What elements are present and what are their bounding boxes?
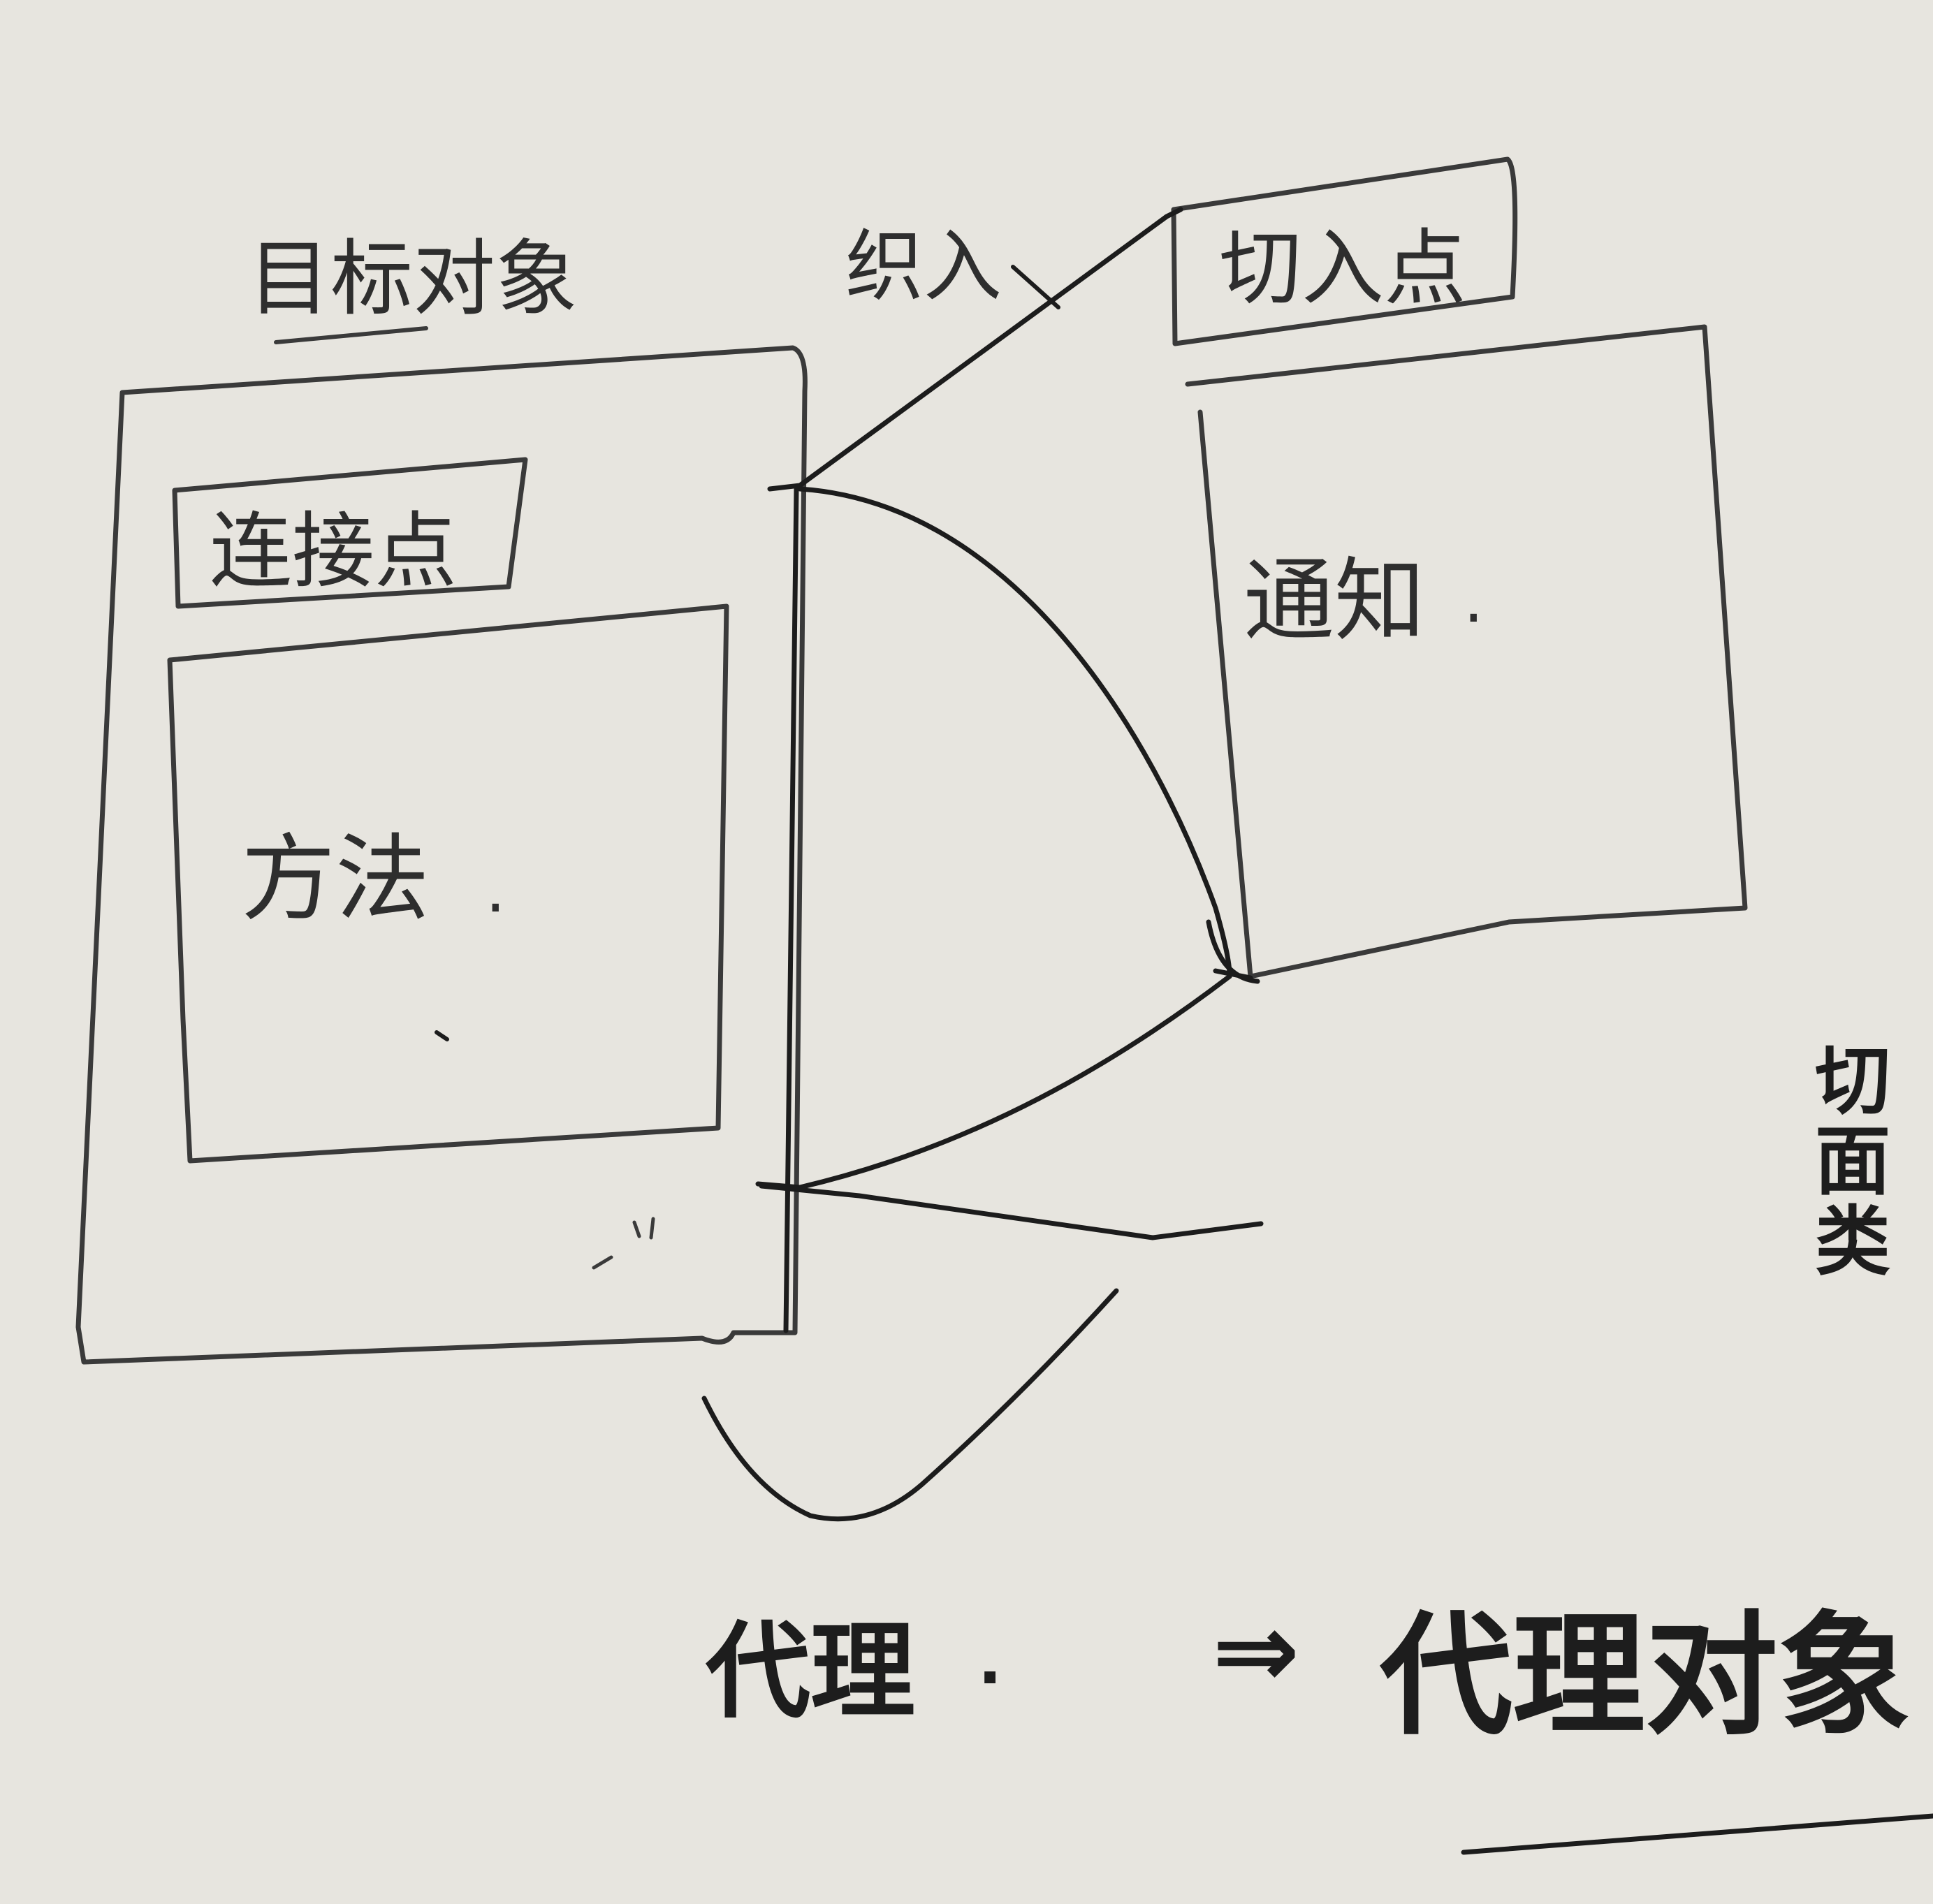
method-box <box>167 603 729 1164</box>
aspect-char-2: 面 <box>1815 1118 1890 1206</box>
return-curve <box>755 974 1232 1190</box>
checkmark-curve <box>701 1288 1119 1522</box>
arrow-label: ⇒ <box>1212 1590 1300 1712</box>
proxy-object-label: 代理对象 <box>1379 1599 1911 1753</box>
join-point-label-box <box>172 457 528 609</box>
target-object-box <box>75 345 808 1365</box>
pointcut-label: 切入点 <box>1219 220 1466 316</box>
method-label: 方法 <box>241 824 430 934</box>
join-point-label: 连接点 <box>210 503 457 599</box>
proxy-object-underline <box>1461 1813 1933 1855</box>
proxy-period: . <box>978 1625 1002 1699</box>
proxy-bottom-line <box>759 1183 1264 1240</box>
aspect-char-3: 类 <box>1815 1199 1890 1286</box>
stray-dot <box>435 1030 449 1041</box>
advice-box <box>1185 324 1748 979</box>
aspect-char-1: 切 <box>1815 1038 1890 1125</box>
advice-period: . <box>1464 564 1484 637</box>
proxy-label: 代理 <box>705 1611 915 1733</box>
method-period: . <box>486 854 506 927</box>
target-title-underline <box>274 326 428 344</box>
stray-mark <box>592 1217 655 1270</box>
weave-in-line <box>767 207 1183 492</box>
weave-in-label: 织入 <box>845 221 1002 312</box>
pointcut-label-box <box>1171 156 1518 346</box>
target-object-title: 目标对象 <box>248 230 578 327</box>
advice-connector-curve <box>797 486 1232 977</box>
advice-label: 通知 <box>1243 548 1425 654</box>
advice-knot <box>1206 919 1260 984</box>
weave-in-tick <box>1011 265 1060 309</box>
